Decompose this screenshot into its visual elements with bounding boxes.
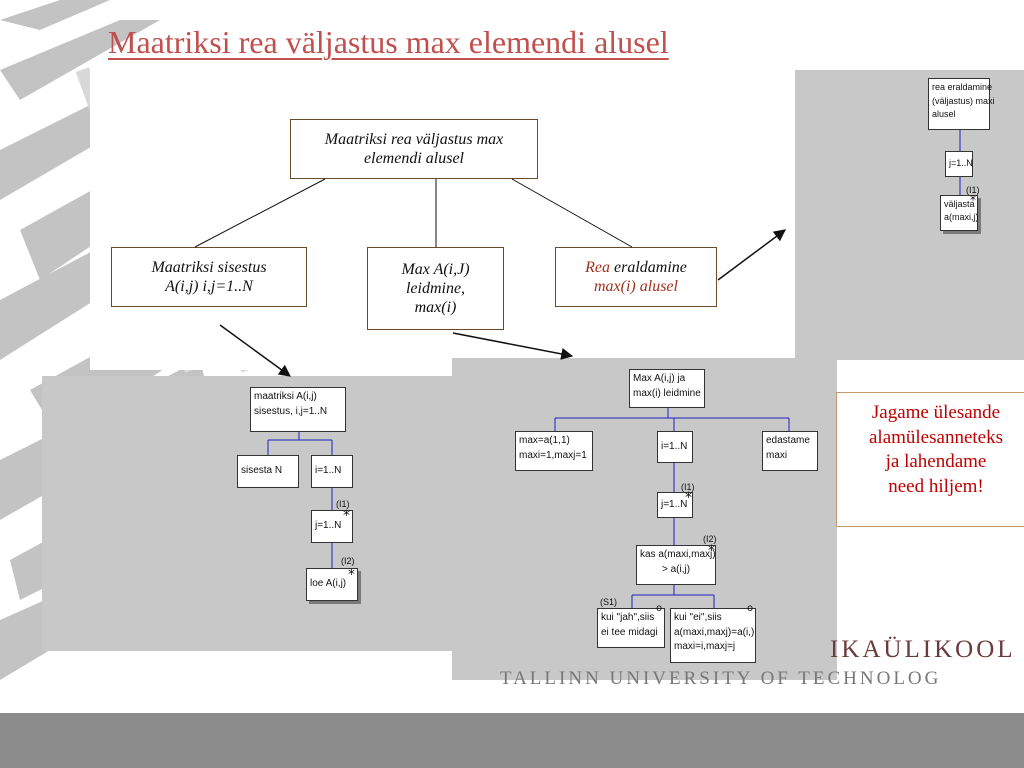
note-box: Jagame ülesande alamülesanneteks ja lahe…: [836, 392, 1024, 527]
child-row-line1: Rea eraldamine: [585, 258, 687, 277]
jsp-right-valjasta: väljasta a(maxi,j): [940, 195, 979, 231]
jsp-left-loe: loe A(i,j): [306, 568, 358, 601]
jsp-mid-edastame-line2: maxi: [766, 449, 788, 461]
jsp-left-loop-i-label: i=1..N: [315, 465, 342, 477]
jsp-mid-edastame: edastame maxi: [762, 431, 818, 471]
jsp-mid-ei: kui "ei",siis a(maxi,maxj)=a(i,) maxi=i,…: [670, 608, 756, 663]
jsp-mid-jah-line1: kui "jah",siis: [601, 612, 655, 623]
jsp-mid-loop-i-label: i=1..N: [661, 440, 688, 452]
jsp-mid-jah-mark: (S1): [600, 597, 618, 607]
jsp-left-loop-j-star: *: [343, 508, 350, 524]
footer-band: [0, 713, 1024, 768]
panel-left: [42, 376, 454, 651]
jsp-mid-loop-j-star: *: [685, 490, 692, 506]
jsp-mid-ei-circle: o: [747, 603, 754, 614]
jsp-mid-ei-line3: maxi=i,maxj=j: [674, 641, 736, 652]
jsp-left-loe-star: *: [348, 567, 355, 583]
jsp-mid-loop-j: j=1..N: [657, 492, 693, 518]
main-root-node: Maatriksi rea väljastus max elemendi alu…: [290, 119, 538, 179]
child-row-line2: max(i) alusel: [594, 278, 678, 295]
main-root-line1: Maatriksi rea väljastus max: [324, 130, 504, 148]
child-max-line2: leidmine,: [405, 279, 466, 297]
jsp-right-loop-j: j=1..N: [945, 151, 973, 177]
jsp-right-valjasta-mark: (I1): [966, 185, 980, 195]
jsp-mid-ei-line2: a(maxi,maxj)=a(i,): [674, 626, 755, 638]
jsp-left-loop-i: i=1..N: [311, 455, 353, 488]
jsp-left-root: maatriksi A(i,j) sisestus, i,j=1..N: [250, 387, 346, 432]
jsp-mid-jah-circle: o: [656, 603, 663, 614]
child-row-rest: eraldamine: [610, 258, 687, 276]
jsp-mid-jah: kui "jah",siis ei tee midagi: [597, 608, 665, 648]
slide-title: Maatriksi rea väljastus max elemendi alu…: [108, 24, 669, 60]
jsp-right-root-line1: rea eraldamine: [932, 82, 993, 92]
jsp-left-loe-mark: (I2): [341, 556, 355, 566]
child-max-line3: max(i): [414, 299, 457, 317]
jsp-mid-kas-mark: (I2): [703, 534, 717, 544]
jsp-mid-kas: kas a(maxi,maxj) > a(i,j): [636, 545, 716, 585]
main-child-max: Max A(i,J) leidmine, max(i): [367, 247, 504, 330]
jsp-mid-kas-line1: kas a(maxi,maxj): [640, 549, 716, 560]
main-child-input: Maatriksi sisestus A(i,j) i,j=1..N: [111, 247, 307, 307]
jsp-right-root-line3: alusel: [932, 109, 956, 119]
main-child-row: Rea eraldamine max(i) alusel: [555, 247, 717, 307]
jsp-mid-init-line2: maxi=1,maxj=1: [519, 449, 587, 461]
main-root-line2: elemendi alusel: [364, 150, 464, 167]
jsp-mid-root-line2: max(i) leidmine: [633, 387, 701, 399]
jsp-right-loop-j-label: j=1..N: [949, 158, 973, 169]
jsp-mid-kas-line2: > a(i,j): [661, 563, 691, 575]
note-line2: alamülesanneteks: [868, 426, 1003, 448]
jsp-right-valjasta-line2: a(maxi,j): [944, 212, 979, 223]
jsp-mid-loop-i: i=1..N: [657, 431, 693, 463]
jsp-mid-root-line1: Max A(i,j) ja: [633, 373, 686, 384]
jsp-left-loop-j: j=1..N: [311, 510, 353, 543]
child-row-accent: Rea: [585, 258, 610, 276]
note-line3: ja lahendame: [885, 451, 987, 473]
note-line1: Jagame ülesande: [871, 402, 1001, 423]
child-input-line2: A(i,j) i,j=1..N: [165, 278, 253, 295]
university-name-en: TALLINN UNIVERSITY OF TECHNOLOG: [500, 668, 942, 689]
jsp-left-loe-label: loe A(i,j): [310, 578, 347, 590]
jsp-left-loop-j-mark: (I1): [336, 499, 350, 509]
jsp-right-valjasta-star: *: [970, 193, 976, 207]
jsp-left-sisesta: sisesta N: [237, 455, 299, 488]
jsp-left-root-line1: maatriksi A(i,j): [254, 391, 317, 402]
jsp-left-root-line2: sisestus, i,j=1..N: [254, 405, 328, 417]
university-name: IKAÜLIKOOL: [830, 636, 1016, 663]
jsp-right-root: rea eraldamine (väljastus) maxi alusel: [928, 78, 995, 130]
jsp-mid-loop-j-label: j=1..N: [661, 498, 688, 510]
jsp-mid-jah-line2: ei tee midagi: [601, 626, 658, 638]
jsp-mid-ei-line1: kui "ei",siis: [674, 612, 722, 623]
jsp-mid-kas-star: *: [708, 543, 715, 559]
jsp-left-sisesta-label: sisesta N: [241, 465, 283, 477]
jsp-mid-init-line1: max=a(1,1): [519, 435, 570, 446]
child-max-line1: Max A(i,J): [401, 260, 470, 278]
jsp-mid-init: max=a(1,1) maxi=1,maxj=1: [515, 431, 593, 471]
child-input-line1: Maatriksi sisestus: [151, 258, 267, 276]
jsp-left-loop-j-label: j=1..N: [315, 520, 342, 532]
jsp-right-root-line2: (väljastus) maxi: [932, 95, 995, 106]
jsp-mid-loop-j-mark: (I1): [681, 482, 695, 492]
jsp-right-valjasta-line1: väljasta: [944, 199, 975, 209]
note-line4: need hiljem!: [888, 476, 984, 498]
jsp-mid-root: Max A(i,j) ja max(i) leidmine: [629, 369, 705, 408]
jsp-mid-edastame-line1: edastame: [766, 435, 810, 446]
